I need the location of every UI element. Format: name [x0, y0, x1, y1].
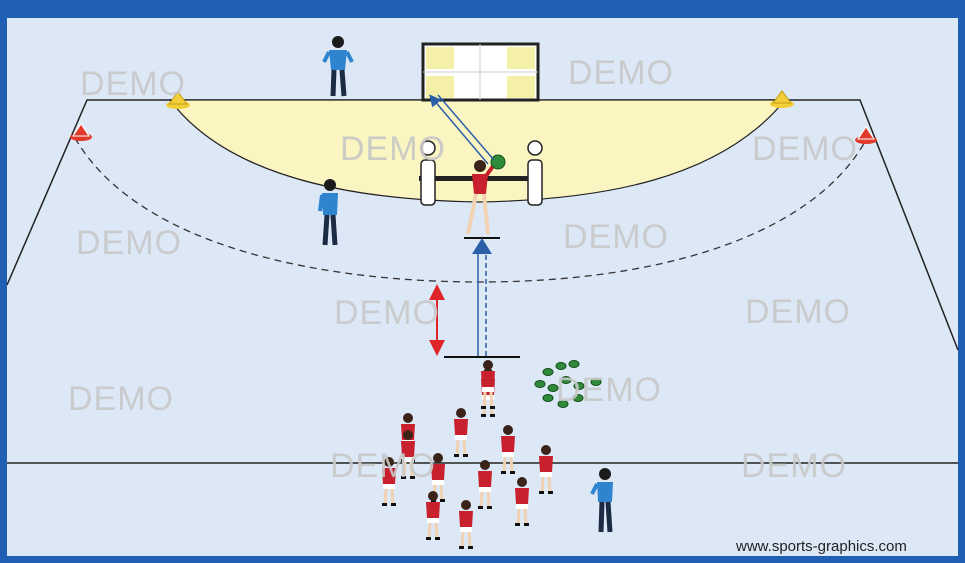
ball-icon	[534, 380, 546, 388]
cone-icon	[166, 91, 190, 109]
ball-icon	[555, 362, 567, 370]
cone-icon	[855, 126, 877, 144]
coach-figure-icon	[318, 179, 338, 246]
watermark-text: DEMO	[330, 447, 436, 485]
ball-icon	[557, 400, 569, 408]
ball-icon	[542, 394, 554, 402]
ball-icon	[547, 384, 559, 392]
attacker-player-icon	[454, 408, 468, 457]
attacker-player-icon	[478, 460, 492, 509]
cone-icon	[70, 123, 92, 141]
attacker-player-icon	[382, 457, 396, 506]
attacker-player-icon	[539, 445, 553, 494]
free-throw-line	[74, 137, 867, 283]
watermark-layer: DEMO DEMO DEMO DEMO DEMO DEMO DEMO DEMO …	[68, 54, 858, 485]
watermark-text: DEMO	[334, 294, 440, 332]
ball-icon	[573, 382, 585, 390]
ball-icon	[560, 376, 572, 384]
cone-icon	[770, 90, 794, 108]
shot-path-arrow	[429, 94, 489, 165]
watermark-text: DEMO	[76, 224, 182, 262]
ball-icon	[572, 394, 584, 402]
attacker-player-icon	[426, 491, 440, 540]
handball-goal-icon	[421, 42, 540, 102]
watermark-text: DEMO	[741, 447, 847, 485]
waiting-attackers-group	[382, 360, 553, 549]
shot-path-line	[437, 94, 495, 161]
ball-icon	[542, 368, 554, 376]
watermark-text: DEMO	[68, 380, 174, 418]
credit-text: www.sports-graphics.com	[735, 538, 907, 555]
ball-icon	[590, 378, 602, 386]
ball-pile	[534, 360, 602, 408]
ball-icon	[568, 360, 580, 368]
ball-icon	[490, 154, 506, 170]
watermark-text: DEMO	[556, 371, 662, 409]
attacker-player-icon	[459, 500, 473, 549]
coach-figure-icon	[322, 36, 354, 97]
attacker-player-icon	[501, 425, 515, 474]
watermark-text: DEMO	[563, 218, 669, 256]
watermark-text: DEMO	[752, 130, 858, 168]
attacker-player-icon	[515, 477, 529, 526]
attacker-player-icon	[481, 360, 495, 409]
watermark-text: DEMO	[80, 65, 186, 103]
coach-figure-icon	[590, 468, 613, 533]
attacker-player-icon	[401, 430, 415, 479]
run-arrowhead	[472, 238, 492, 254]
watermark-text: DEMO	[568, 54, 674, 92]
watermark-text: DEMO	[745, 293, 851, 331]
watermark-text: DEMO	[340, 130, 446, 168]
